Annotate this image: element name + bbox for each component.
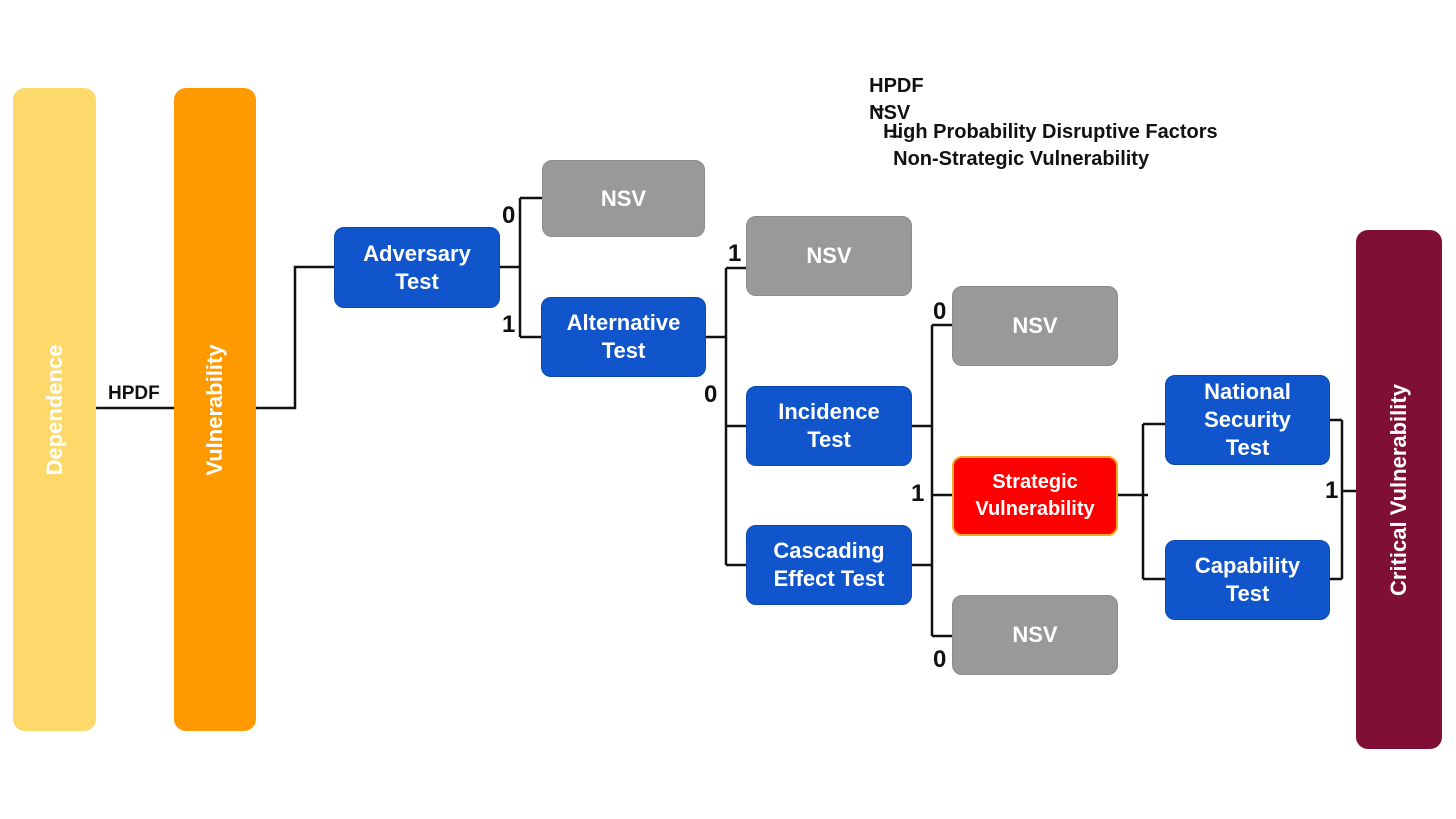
dependence-label: Dependence [41,344,67,475]
legend-dash: – [889,125,901,147]
nsv-node: NSV [542,160,705,237]
dependence-bar: Dependence [13,88,96,731]
legend-meaning: High Probability Disruptive Factors [883,121,1218,143]
legend-abbr: HPDF [869,75,924,97]
legend-abbr: NSV [869,102,911,124]
nsv-node: NSV [746,216,912,296]
edge-label: 1 [502,311,516,338]
incidence-test-node: Incidence Test [746,386,912,466]
edge-label: 0 [933,646,947,673]
legend-dash: – [873,98,885,120]
nsv-node: NSV [952,286,1118,366]
cascading-effect-test-node: Cascading Effect Test [746,525,912,605]
nsv-node: NSV [952,595,1118,675]
critical-vulnerability-bar: Critical Vulnerability [1356,230,1442,749]
edge-label: 1 [728,240,742,267]
critical-vulnerability-label: Critical Vulnerability [1386,383,1411,596]
vulnerability-bar: Vulnerability [174,88,256,731]
legend-line-hpdf: HPDF – High Probability Disruptive Facto… [858,52,1218,144]
legend-meaning: Non-Strategic Vulnerability [893,148,1150,170]
edge-label: 0 [933,298,947,325]
edge-label: 0 [704,381,718,408]
national-security-test-node: National Security Test [1165,375,1330,465]
hpdf-edge-label: HPDF [108,383,160,404]
vulnerability-label: Vulnerability [202,343,227,476]
edge-label: 1 [1325,477,1339,504]
capability-test-node: Capability Test [1165,540,1330,620]
alternative-test-node: Alternative Test [541,297,706,377]
edge-label: 1 [911,480,925,507]
strategic-vulnerability-node: Strategic Vulnerability [952,456,1118,536]
legend-line-nsv: NSV – Non-Strategic Vulnerability [858,79,1149,171]
adversary-test-node: Adversary Test [334,227,500,308]
edge-label: 0 [502,202,516,229]
